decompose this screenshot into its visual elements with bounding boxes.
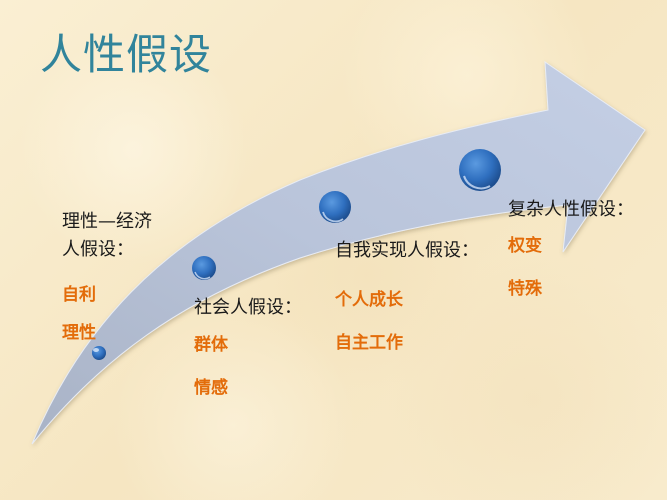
stage-2-heading: 社会人假设： bbox=[194, 297, 302, 318]
stage-3-keyword-2: 自主工作 bbox=[335, 333, 403, 353]
stage-node-4 bbox=[459, 149, 501, 191]
stage-2-keyword-1: 群体 bbox=[194, 335, 228, 355]
stage-4-keyword-2: 特殊 bbox=[508, 279, 542, 299]
stage-3-keyword-1: 个人成长 bbox=[335, 290, 403, 310]
stage-1-heading: 理性—经济 人假设： bbox=[62, 208, 152, 264]
stage-node-1 bbox=[92, 346, 106, 360]
stage-node-2 bbox=[192, 256, 216, 280]
stage-1-keyword-2: 理性 bbox=[62, 323, 96, 343]
stage-3-heading: 自我实现人假设： bbox=[335, 240, 479, 261]
stage-4-keyword-1: 权变 bbox=[508, 236, 542, 256]
stage-1-heading-line2: 人假设： bbox=[62, 238, 134, 260]
stage-2-keyword-2: 情感 bbox=[194, 378, 228, 398]
stage-node-3 bbox=[319, 191, 351, 223]
stage-1-keyword-1: 自利 bbox=[62, 285, 96, 305]
stage-4-heading: 复杂人性假设： bbox=[508, 199, 634, 220]
page-title: 人性假设 bbox=[40, 30, 213, 79]
stage-1-heading-line1: 理性—经济 bbox=[62, 211, 152, 232]
